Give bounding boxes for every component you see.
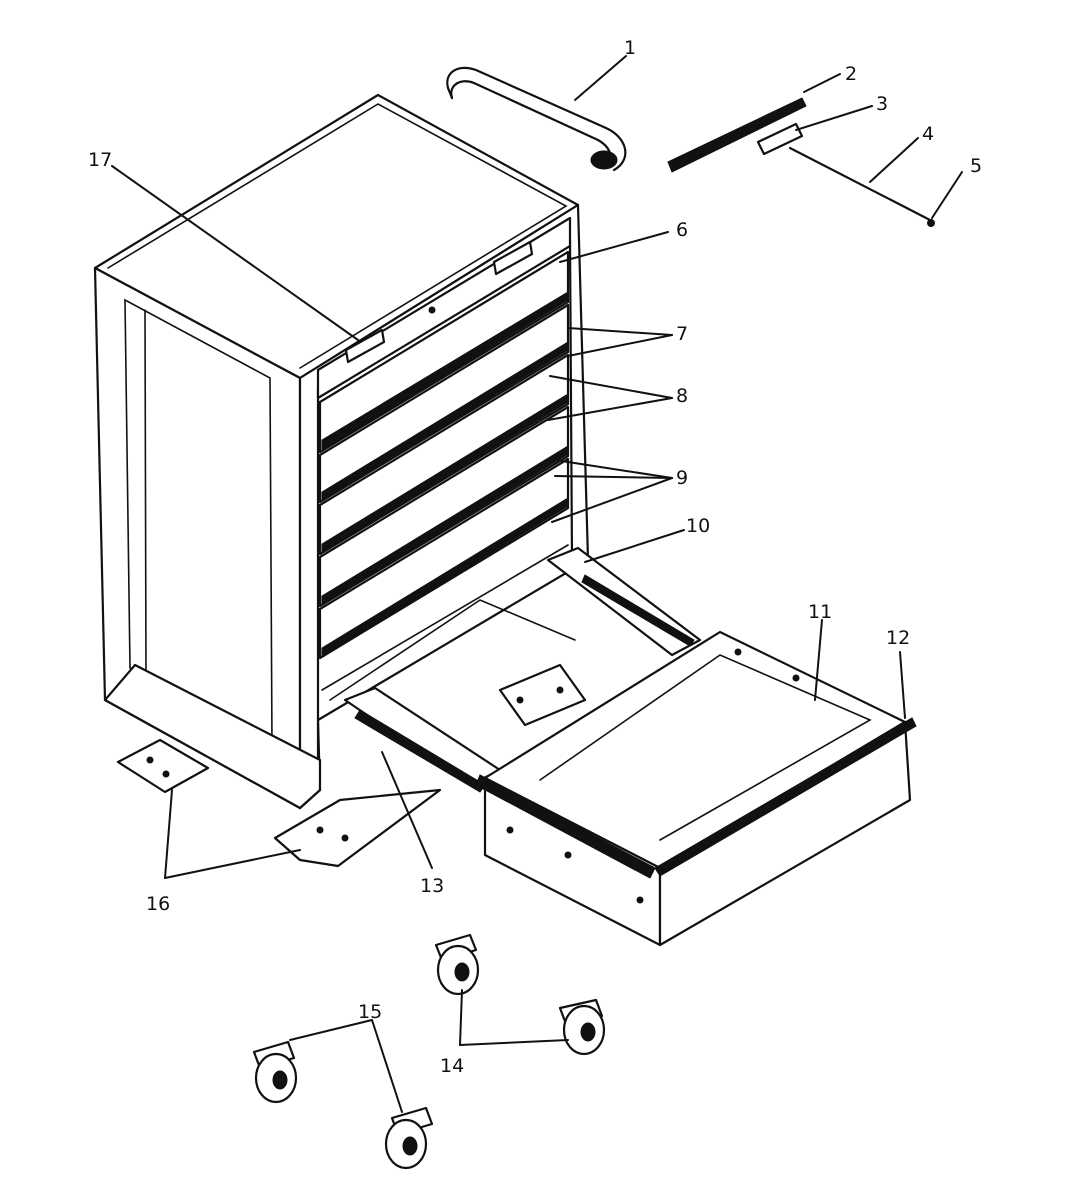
label-part-12: 12 xyxy=(886,627,910,649)
label-part-9: 9 xyxy=(676,467,688,489)
caster-14b xyxy=(558,998,606,1056)
label-part-3: 3 xyxy=(876,93,888,115)
label-part-11: 11 xyxy=(808,601,832,623)
caster-14a xyxy=(434,933,480,996)
drawer-slide-parts xyxy=(343,546,702,793)
label-part-4: 4 xyxy=(922,123,934,145)
label-part-5: 5 xyxy=(970,155,982,177)
label-part-16: 16 xyxy=(146,893,170,915)
open-drawer-part xyxy=(475,630,917,947)
label-part-13: 13 xyxy=(420,875,444,897)
leader-lines xyxy=(111,55,963,1113)
handle-part xyxy=(446,66,627,172)
label-part-14: 14 xyxy=(440,1055,464,1077)
cabinet-body xyxy=(93,93,590,810)
caster-15a xyxy=(252,1040,298,1104)
caster-parts xyxy=(252,933,606,1170)
label-part-6: 6 xyxy=(676,219,688,241)
part-number-labels: 1 2 3 4 5 6 7 8 9 10 11 12 13 14 15 16 1… xyxy=(88,37,982,1077)
base-bracket-parts xyxy=(116,738,442,868)
label-part-7: 7 xyxy=(676,323,688,345)
label-part-8: 8 xyxy=(676,385,688,407)
label-part-17: 17 xyxy=(88,149,112,171)
label-part-15: 15 xyxy=(358,1001,382,1023)
label-part-2: 2 xyxy=(845,63,857,85)
lock-bar-part xyxy=(756,122,935,227)
label-part-1: 1 xyxy=(624,37,636,59)
caster-15b xyxy=(384,1106,434,1170)
trim-strip-part xyxy=(667,97,807,173)
label-part-10: 10 xyxy=(686,515,710,537)
